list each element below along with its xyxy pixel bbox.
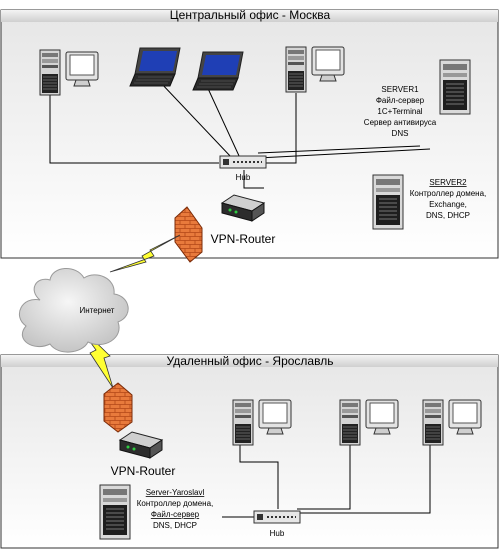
internet-label: Интернет [80,306,115,315]
yar-label-line: Контроллер домена, [137,499,214,508]
remote-hub-label: Hub [270,529,285,538]
yar-label-line: Файл-сервер [151,510,200,519]
server1-label: SERVER1 Файл-сервер 1C+Terminal Сервер а… [364,85,437,138]
yar-label-line: Server-Yaroslavl [146,488,205,497]
server1-icon[interactable] [439,59,471,115]
server1-label-line: 1C+Terminal [377,107,422,116]
yar-label-line: DNS, DHCP [153,521,197,530]
central-wiring [49,81,431,189]
server2-label-line: Exchange, [429,200,467,209]
remote-hub[interactable] [253,510,301,524]
central-firewall-icon [174,206,203,263]
server2-icon[interactable] [372,174,404,230]
central-hub[interactable] [219,155,267,169]
central-office-title: Центральный офис - Москва [170,8,331,22]
central-vpn-router-label: VPN-Router [211,232,276,246]
wan-link-central [109,234,181,273]
remote-firewall-icon [103,382,133,433]
server2-label: SERVER2 Контроллер домена, Exchange, DNS… [410,178,487,220]
remote-office-title: Удаленный офис - Ярославль [167,354,334,368]
server1-label-line: DNS [392,129,409,138]
remote-vpn-router-label: VPN-Router [111,464,176,478]
server2-label-line: SERVER2 [429,178,467,187]
server2-label-line: Контроллер домена, [410,189,487,198]
server1-label-line: Файл-сервер [376,96,425,105]
remote-office-box: Удаленный офис - Ярославль [0,354,499,549]
server1-label-line: SERVER1 [381,85,419,94]
server1-label-line: Сервер антивируса [364,118,437,127]
central-hub-label: Hub [236,173,251,182]
yaroslavl-server-label: Server-Yaroslavl Контроллер домена, Файл… [137,488,214,530]
internet-cloud-icon [19,268,129,353]
server2-label-line: DNS, DHCP [426,211,470,220]
remote-wiring [222,445,431,518]
yaroslavl-server-icon[interactable] [99,484,131,540]
